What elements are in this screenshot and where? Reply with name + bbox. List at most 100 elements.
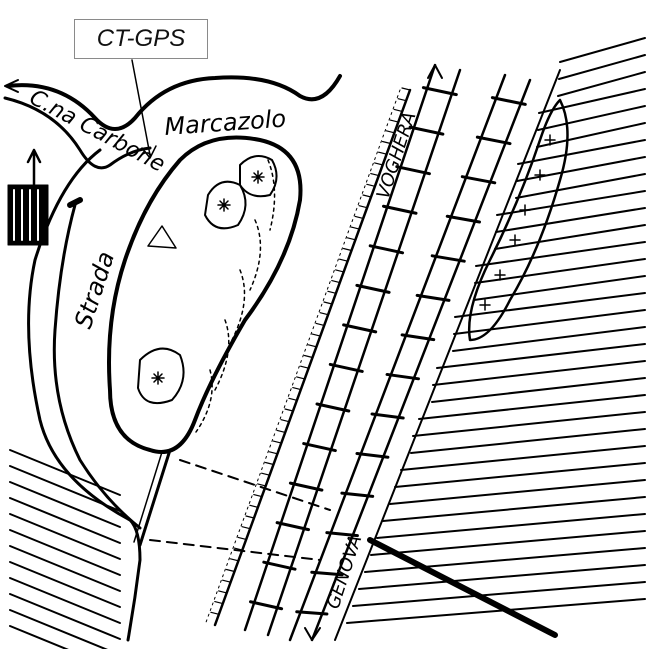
embankment-tick <box>233 547 243 551</box>
embankment-tick <box>214 600 224 605</box>
field-hatch-line <box>496 190 646 216</box>
upper-road-edge <box>6 74 342 131</box>
field-hatch-line <box>436 343 646 369</box>
embankment-tick <box>311 333 321 337</box>
embankment-tick <box>261 472 271 476</box>
field-hatch-line <box>358 564 646 590</box>
rail-sleeper <box>400 333 436 342</box>
rail-sleeper <box>445 214 481 224</box>
rail-track-2a <box>288 73 507 642</box>
gps-pointer-line <box>131 59 151 156</box>
embankment-tick <box>245 515 255 519</box>
embankment-tick <box>241 526 251 530</box>
callout-label: CT-GPS <box>96 25 186 52</box>
field-hatch-line <box>494 224 646 250</box>
embankment-tick <box>381 140 392 145</box>
field-hatch-line <box>559 37 646 63</box>
embankment-tick <box>358 205 368 209</box>
field-hatch-line <box>9 529 121 576</box>
embankment-tick <box>366 183 376 187</box>
field-hatch-line <box>9 465 121 512</box>
field-hatch-line <box>9 449 121 496</box>
field-hatch-line <box>410 428 646 454</box>
rail-sleeper <box>355 452 390 459</box>
label-voghera: VOGHERA <box>373 109 421 201</box>
field-hatch-line <box>431 377 646 403</box>
field-hatch-line <box>517 139 646 165</box>
rail-sleeper <box>275 521 310 532</box>
embankment-tick <box>288 397 298 401</box>
tree-icon <box>239 155 278 198</box>
tree-band <box>467 98 569 342</box>
field-hatch-line <box>400 445 646 471</box>
rail-sleeper <box>370 412 405 420</box>
rail-sleeper <box>475 135 512 146</box>
rail-sleeper <box>262 560 297 571</box>
arrow-left-road <box>4 79 19 93</box>
field-hatch-line <box>474 258 646 284</box>
tree-icon <box>137 347 185 404</box>
embankment-tick <box>300 365 310 369</box>
rail-arrow-south <box>304 627 321 641</box>
rail-sleeper <box>315 402 351 413</box>
rail-arrow-north <box>427 64 443 79</box>
field-hatch-line <box>536 122 646 148</box>
field-hatch-line <box>376 513 646 539</box>
field-hatch-line <box>9 577 121 624</box>
north-arrow-icon <box>26 148 42 194</box>
strada-right-edge <box>52 203 142 530</box>
embankment-tick <box>362 194 372 198</box>
field-hatch-line <box>453 309 646 335</box>
field-hatch-line <box>537 105 646 131</box>
embankment-tick <box>292 387 302 391</box>
field-hatch-line <box>9 625 69 649</box>
pond-outline <box>107 135 303 454</box>
embankment-tick <box>307 344 317 348</box>
rail-edge-right <box>334 69 561 641</box>
field-hatch-line <box>454 292 646 318</box>
field-hatch-line <box>364 547 646 573</box>
field-hatch-line <box>382 496 646 522</box>
label-genova: GENOVA <box>323 532 367 611</box>
rail-sleeper <box>325 531 359 538</box>
field-hatch-line <box>432 360 646 386</box>
embankment-tick <box>249 504 259 508</box>
rail-sleeper <box>288 481 324 492</box>
embankment-tick <box>401 87 411 91</box>
embankment-tick <box>268 451 278 455</box>
embankment-tick <box>272 440 282 444</box>
rail-sleeper <box>302 442 337 453</box>
embankment-tick <box>374 162 384 166</box>
embankment-tick <box>210 611 220 615</box>
embankment-tick <box>315 322 325 326</box>
embankment-tick <box>237 536 247 541</box>
field-hatch-line <box>558 54 646 80</box>
rail-track-2b <box>310 78 532 642</box>
field-hatch-line <box>346 598 646 624</box>
rail-sleeper <box>385 372 420 381</box>
field-hatch-line <box>389 479 646 505</box>
dashed-line-upper <box>179 459 331 511</box>
dashed-line-lower <box>149 539 321 561</box>
thick-line <box>367 537 558 638</box>
embankment-tick <box>303 354 314 359</box>
cna-road-edge <box>3 96 152 170</box>
rail-sleeper <box>430 254 466 263</box>
embankment-tick <box>323 301 333 305</box>
field-hatch-line <box>9 561 121 608</box>
field-hatch-line <box>538 88 646 114</box>
embankment-tick <box>327 290 337 294</box>
field-hatch-line <box>452 326 646 352</box>
embankment-tick <box>280 419 290 423</box>
rail-sleeper <box>295 610 329 616</box>
field-hatch-line <box>495 207 646 233</box>
embankment-tick <box>276 429 286 433</box>
rail-sleeper <box>460 175 497 185</box>
embankment-tick <box>331 280 341 284</box>
strada-stub <box>67 197 83 208</box>
rail-sleeper <box>395 165 431 176</box>
rail-track-1b <box>266 68 462 637</box>
embankment-tick <box>389 119 399 123</box>
embankment-tick <box>397 98 407 102</box>
